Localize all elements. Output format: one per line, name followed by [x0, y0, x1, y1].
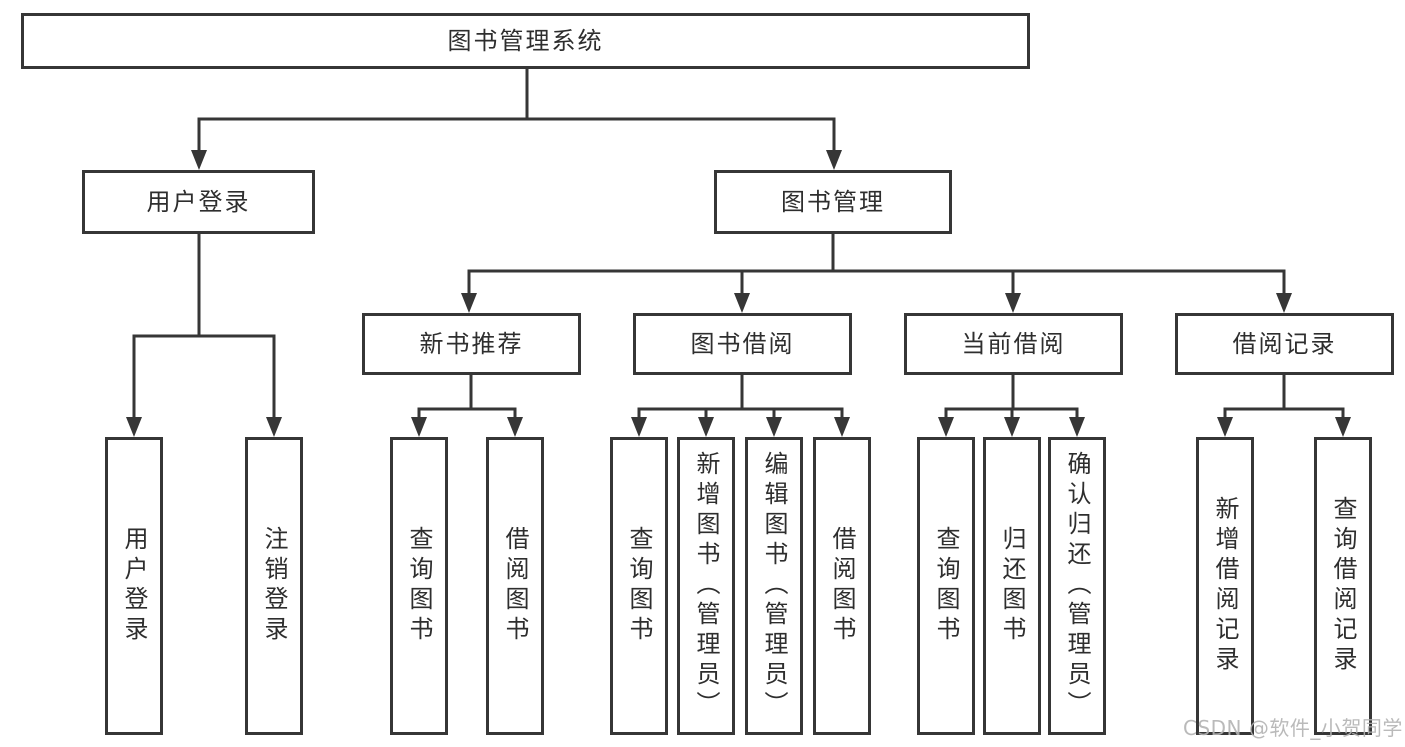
node-user-login: 用户登录: [82, 170, 315, 234]
node-root-system: 图书管理系统: [21, 13, 1030, 69]
arrowhead-leaf-user-login: [126, 417, 142, 437]
connector-current-to-leaves: [938, 375, 1085, 437]
leaf-query-books-current: 查询图书: [917, 437, 975, 735]
node-borrow-records-label: 借阅记录: [1232, 330, 1337, 358]
leaf-borrow-books-newbook: 借阅图书: [486, 437, 544, 735]
leaf-logout-label: 注销登录: [260, 526, 288, 646]
leaf-query-books-current-label: 查询图书: [932, 526, 960, 646]
node-new-book-recommend: 新书推荐: [362, 313, 581, 375]
arrowhead-current-borrow: [1005, 293, 1021, 313]
arrowhead-user-login: [191, 150, 207, 170]
node-root-label: 图书管理系统: [447, 27, 604, 55]
leaf-edit-book-admin: 编辑图书（管理员）: [745, 437, 803, 735]
node-current-borrow: 当前借阅: [904, 313, 1123, 375]
leaf-query-books-newbook: 查询图书: [390, 437, 448, 735]
leaf-return-book-label: 归还图书: [998, 526, 1026, 646]
arrowhead-book-management: [826, 150, 842, 170]
leaf-borrow-books-borrow: 借阅图书: [813, 437, 871, 735]
node-book-management-label: 图书管理: [781, 188, 885, 216]
node-book-borrow-label: 图书借阅: [690, 330, 795, 358]
arrowhead-new-book-recommend: [461, 293, 477, 313]
leaf-confirm-return-admin-label: 确认归还（管理员）: [1063, 451, 1091, 721]
connector-borrow-to-leaves: [631, 375, 850, 437]
leaf-add-borrow-record-label: 新增借阅记录: [1211, 496, 1239, 676]
leaf-query-books-borrow: 查询图书: [610, 437, 668, 735]
leaf-query-borrow-record: 查询借阅记录: [1314, 437, 1372, 735]
leaf-add-book-admin-label: 新增图书（管理员）: [692, 451, 720, 721]
node-new-book-recommend-label: 新书推荐: [419, 330, 524, 358]
connector-newbook-to-leaves: [411, 375, 523, 437]
leaf-add-book-admin: 新增图书（管理员）: [677, 437, 735, 735]
leaf-user-login: 用户登录: [105, 437, 163, 735]
arrowhead-borrow-records: [1276, 293, 1292, 313]
node-current-borrow-label: 当前借阅: [961, 330, 1066, 358]
node-borrow-records: 借阅记录: [1175, 313, 1394, 375]
leaf-borrow-books-borrow-label: 借阅图书: [828, 526, 856, 646]
connector-root-to-level2: [191, 69, 842, 170]
leaf-query-borrow-record-label: 查询借阅记录: [1329, 496, 1357, 676]
arrowhead-book-borrow: [734, 293, 750, 313]
node-user-login-label: 用户登录: [146, 188, 251, 216]
leaf-confirm-return-admin: 确认归还（管理员）: [1048, 437, 1106, 735]
leaf-edit-book-admin-label: 编辑图书（管理员）: [760, 451, 788, 721]
leaf-query-books-borrow-label: 查询图书: [625, 526, 653, 646]
node-book-management: 图书管理: [714, 170, 952, 234]
leaf-user-login-label: 用户登录: [120, 526, 148, 646]
watermark-text: CSDN @软件_小贺同学: [1183, 716, 1403, 740]
leaf-logout: 注销登录: [245, 437, 303, 735]
connector-book-to-level3: [461, 234, 1292, 313]
leaf-add-borrow-record: 新增借阅记录: [1196, 437, 1254, 735]
arrowhead-leaf-logout: [266, 417, 282, 437]
leaf-return-book: 归还图书: [983, 437, 1041, 735]
connector-records-to-leaves: [1217, 375, 1351, 437]
leaf-borrow-books-newbook-label: 借阅图书: [501, 526, 529, 646]
node-book-borrow: 图书借阅: [633, 313, 852, 375]
leaf-query-books-newbook-label: 查询图书: [405, 526, 433, 646]
connector-user-to-leaves: [126, 234, 282, 437]
